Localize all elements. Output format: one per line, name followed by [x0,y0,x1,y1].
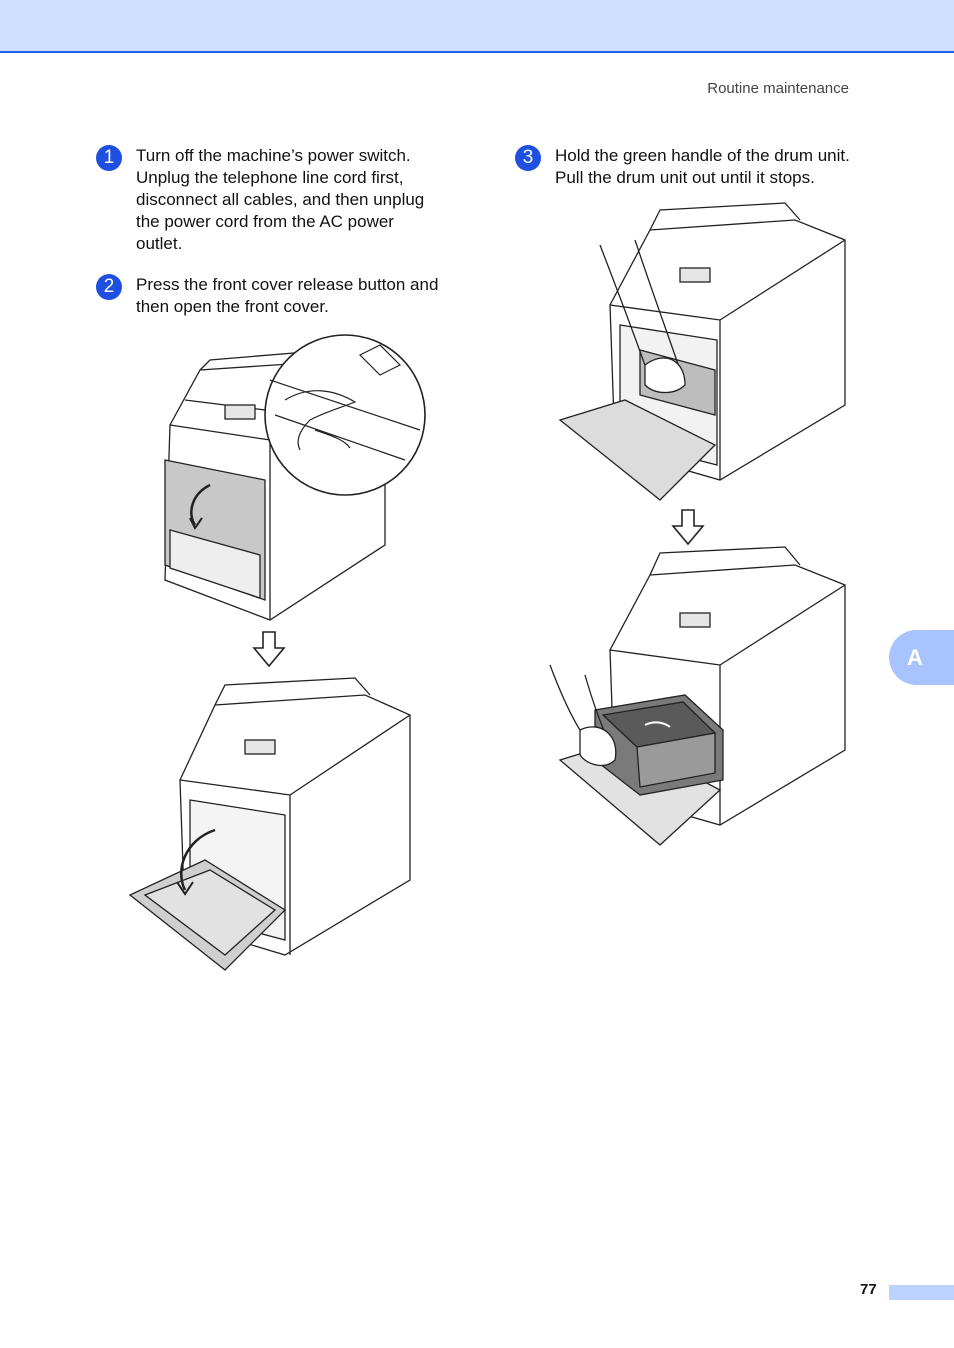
instruction-line: Pull the drum unit out until it stops. [555,168,815,187]
instruction-line: then open the front cover. [136,297,329,316]
step-number-badge: 1 [96,145,122,171]
instruction-line: disconnect all cables, and then unplug [136,190,425,209]
instruction-line: Turn off the machine’s power switch. [136,146,411,165]
drum-unit-hold-illustration [558,202,846,501]
step-number-badge: 2 [96,274,122,300]
appendix-side-tab: A [889,630,954,685]
step-1: 1 Turn off the machine’s power switch. U… [96,145,476,260]
down-arrow-icon [252,631,286,668]
step-instruction: Press the front cover release button and… [136,274,438,318]
step-number-badge: 3 [515,145,541,171]
step-instruction: Hold the green handle of the drum unit. … [555,145,850,189]
printer-cover-release-illustration [164,334,426,621]
instruction-line: Unplug the telephone line cord first, [136,168,404,187]
step-instruction: Turn off the machine’s power switch. Unp… [136,145,424,255]
instruction-line: Hold the green handle of the drum unit. [555,146,850,165]
step-3: 3 Hold the green handle of the drum unit… [515,145,895,195]
footer-bar [889,1285,954,1300]
instruction-line: Press the front cover release button and [136,275,439,294]
printer-open-cover-illustration [128,677,411,971]
instruction-line: the power cord from the AC power [136,212,394,231]
header-band [0,0,954,53]
instruction-line: outlet. [136,234,183,253]
running-head: Routine maintenance [707,80,849,97]
down-arrow-icon [671,509,705,546]
page-number: 77 [860,1281,877,1298]
drum-unit-pull-illustration [549,546,846,846]
step-2: 2 Press the front cover release button a… [96,274,476,324]
